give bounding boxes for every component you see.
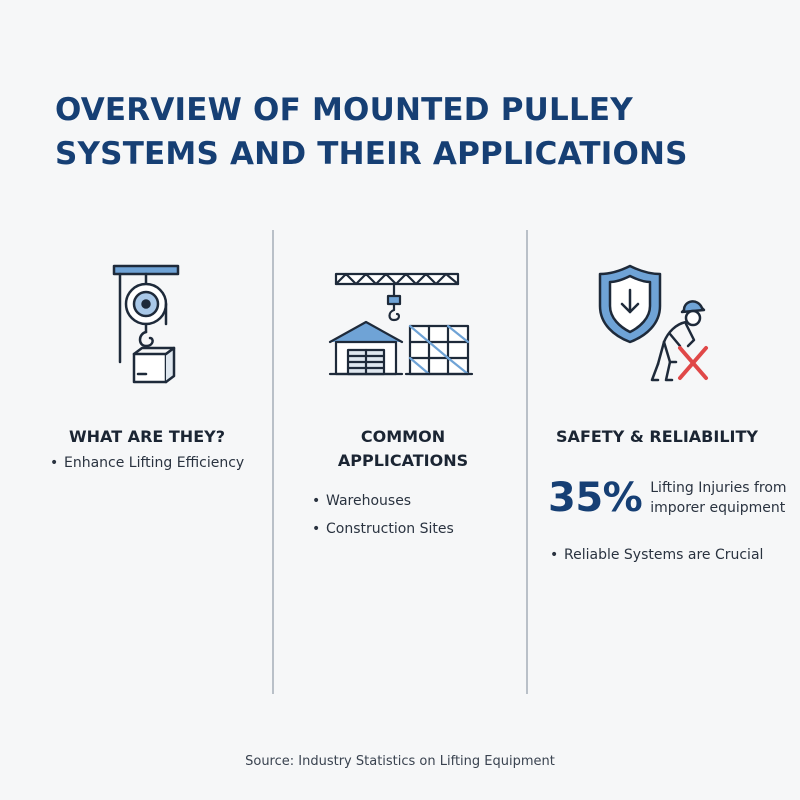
bullet-list-safety-reliability: Reliable Systems are Crucial: [550, 546, 763, 574]
heading-safety-reliability-text: SAFETY & RELIABILITY: [556, 427, 758, 446]
page-title: OVERVIEW OF MOUNTED PULLEY SYSTEMS AND T…: [55, 88, 755, 176]
shield-worker-warning-icon: [598, 264, 708, 382]
stat-description: Lifting Injuries from imporer equipment: [650, 478, 786, 518]
heading-what-are-they-text: WHAT ARE THEY?: [69, 427, 225, 446]
stat-value: 35%: [548, 475, 643, 521]
source-note: Source: Industry Statistics on Lifting E…: [245, 754, 555, 769]
list-item: Enhance Lifting Efficiency: [50, 454, 244, 472]
heading-common-applications: COMMON APPLICATIONS: [276, 425, 530, 473]
crane-warehouse-scaffold-icon: [328, 272, 474, 376]
stat-description-line-2: imporer equipment: [650, 500, 786, 516]
title-line-2: SYSTEMS AND THEIR APPLICATIONS: [55, 136, 688, 172]
bullet-list-common-applications: Warehouses Construction Sites: [312, 492, 454, 548]
heading-what-are-they: WHAT ARE THEY?: [20, 425, 274, 449]
heading-common-applications-line-2: APPLICATIONS: [337, 451, 469, 470]
list-item: Construction Sites: [312, 520, 454, 538]
stat-description-line-1: Lifting Injuries from: [650, 480, 787, 496]
bullet-list-what-are-they: Enhance Lifting Efficiency: [50, 454, 244, 482]
pulley-hook-box-icon: [112, 264, 180, 384]
injury-statistic: 35% Lifting Injuries from imporer equipm…: [548, 476, 787, 520]
column-divider-left: [272, 230, 274, 694]
heading-safety-reliability: SAFETY & RELIABILITY: [530, 425, 784, 449]
list-item: Warehouses: [312, 492, 454, 510]
title-line-1: OVERVIEW OF MOUNTED PULLEY: [55, 92, 633, 128]
column-divider-right: [526, 230, 528, 694]
heading-common-applications-line-1: COMMON: [360, 427, 446, 446]
list-item: Reliable Systems are Crucial: [550, 546, 763, 564]
